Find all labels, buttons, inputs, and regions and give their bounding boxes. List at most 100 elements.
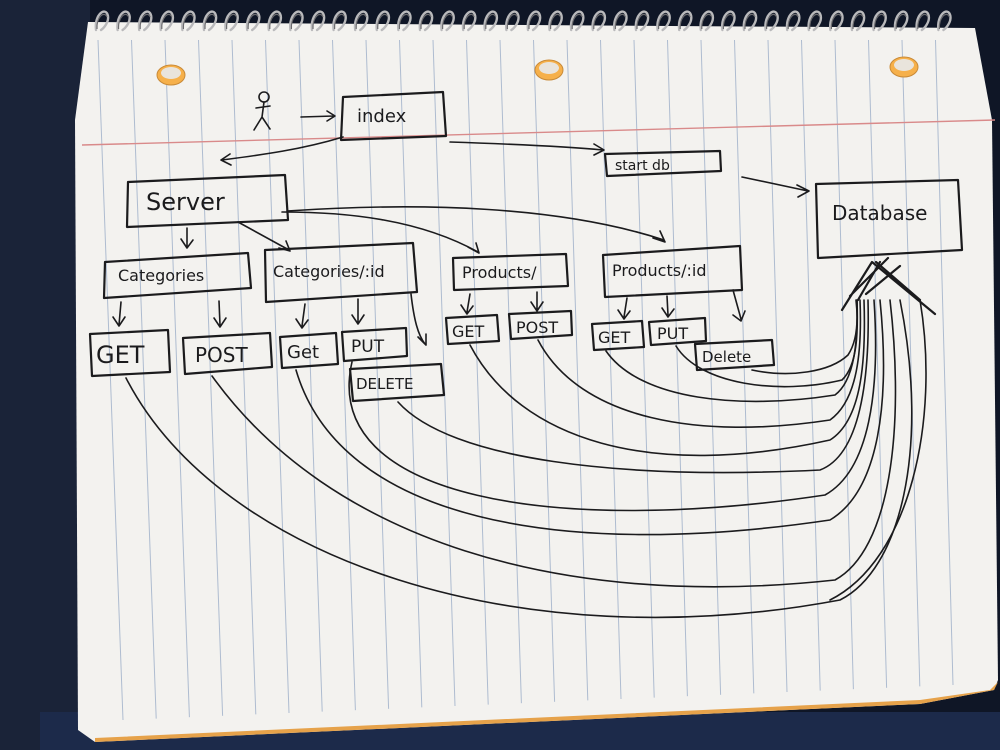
ruled-line [499, 39, 522, 704]
ruled-line [700, 39, 722, 695]
method-categoriesid-put-label: PUT [351, 337, 385, 357]
method-to-database-curves [125, 299, 927, 619]
spiral-coil [937, 10, 952, 32]
spiral-coil [181, 10, 196, 32]
ruled-line [533, 39, 556, 702]
node-database [814, 178, 964, 260]
method-categoriesid-put [340, 326, 409, 363]
user-stick-figure-icon [253, 91, 271, 131]
node-categories-id-label: Categories/:id [273, 262, 385, 281]
arrow-server-to-categories [180, 227, 194, 249]
spiral-coil [548, 10, 563, 32]
method-categories-post [181, 331, 274, 376]
ruled-lines [97, 39, 954, 721]
spiral-coil [526, 10, 542, 32]
method-productsid-delete-label: Delete [702, 348, 751, 366]
ruled-line [399, 39, 423, 708]
curve-catid-delete [397, 299, 870, 474]
curve-catid-put [348, 299, 877, 512]
spiral-coil [202, 10, 218, 32]
spiral-coil [137, 10, 153, 32]
curve-catid-get [295, 299, 885, 536]
ruled-line [198, 39, 224, 716]
spiral-coil [310, 10, 326, 32]
spiral-coil [224, 10, 239, 32]
spiral-coil [613, 10, 628, 32]
curve-cat-get [125, 299, 913, 619]
spiral-coil [915, 10, 931, 32]
method-categoriesid-get [278, 331, 340, 370]
node-server-label: Server [146, 188, 225, 216]
ruled-line [834, 39, 854, 690]
spiral-coil [440, 10, 455, 32]
node-index-label: index [357, 106, 407, 127]
curve-prodid-put [675, 299, 859, 388]
arrow-startdb-to-database [741, 176, 810, 198]
ruled-line [566, 39, 589, 701]
method-products-get-label: GET [452, 322, 485, 341]
node-categories-label: Categories [118, 266, 204, 285]
ruled-line [935, 39, 954, 686]
ruled-line [868, 39, 888, 688]
arrow-server-to-products-id [286, 206, 666, 243]
spiral-coil [397, 10, 412, 32]
method-productsid-get-label: GET [598, 328, 631, 347]
node-server [125, 173, 290, 229]
method-categoriesid-delete-label: DELETE [356, 375, 414, 393]
method-productsid-get [590, 319, 646, 352]
punch-holes [156, 56, 919, 86]
curve-prod-post [537, 299, 862, 428]
node-products [451, 252, 570, 292]
ruled-line [97, 39, 124, 721]
spiral-coil [418, 10, 434, 32]
node-start-db [603, 149, 723, 178]
node-products-id [601, 244, 744, 299]
spiral-coil [591, 10, 607, 32]
spiral-binding [94, 10, 952, 32]
database-arrowhead-scribble [840, 256, 937, 316]
curve-cat-post [211, 299, 897, 588]
ruled-line [231, 39, 257, 715]
method-products-post-label: POST [516, 318, 558, 337]
method-categories-post-label: POST [195, 343, 248, 367]
spiral-coil [721, 10, 736, 32]
spiral-coil [764, 10, 779, 32]
spiral-coil [94, 10, 110, 32]
spiral-coil [116, 10, 131, 32]
method-categoriesid-get-label: Get [287, 342, 319, 363]
method-categories-get-label: GET [96, 341, 145, 369]
arrow-index-to-server [220, 136, 344, 166]
spiral-coil [893, 10, 909, 32]
spiral-coil [677, 10, 693, 32]
ruled-line [633, 39, 655, 698]
ruled-line [332, 39, 356, 711]
method-products-post [507, 309, 574, 341]
margin-line [81, 119, 996, 146]
spiral-coil [505, 10, 520, 32]
method-productsid-delete [693, 338, 776, 372]
node-products-label: Products/ [462, 263, 537, 282]
spiral-coil [353, 10, 369, 32]
node-products-id-label: Products/:id [612, 261, 706, 280]
spiral-coil [785, 10, 801, 32]
spiral-coil [850, 10, 866, 32]
arrow-user-to-index [300, 110, 336, 122]
ruled-line [365, 39, 390, 709]
spiral-coil [569, 10, 585, 32]
ruled-line [131, 39, 157, 719]
curve-outer-right [829, 299, 927, 601]
spiral-coil [807, 10, 823, 32]
curve-prodid-delete [751, 299, 858, 375]
ruled-line [767, 39, 788, 693]
method-categoriesid-delete [348, 362, 446, 403]
ruled-line [265, 39, 290, 714]
arrow-server-to-products [281, 211, 480, 254]
spiral-coil [872, 10, 887, 32]
spiral-coil [267, 10, 283, 32]
spiral-coil [656, 10, 671, 32]
ruled-line [466, 39, 489, 705]
spiral-coil [699, 10, 715, 32]
ruled-line [901, 39, 921, 687]
method-arrows [112, 289, 746, 346]
